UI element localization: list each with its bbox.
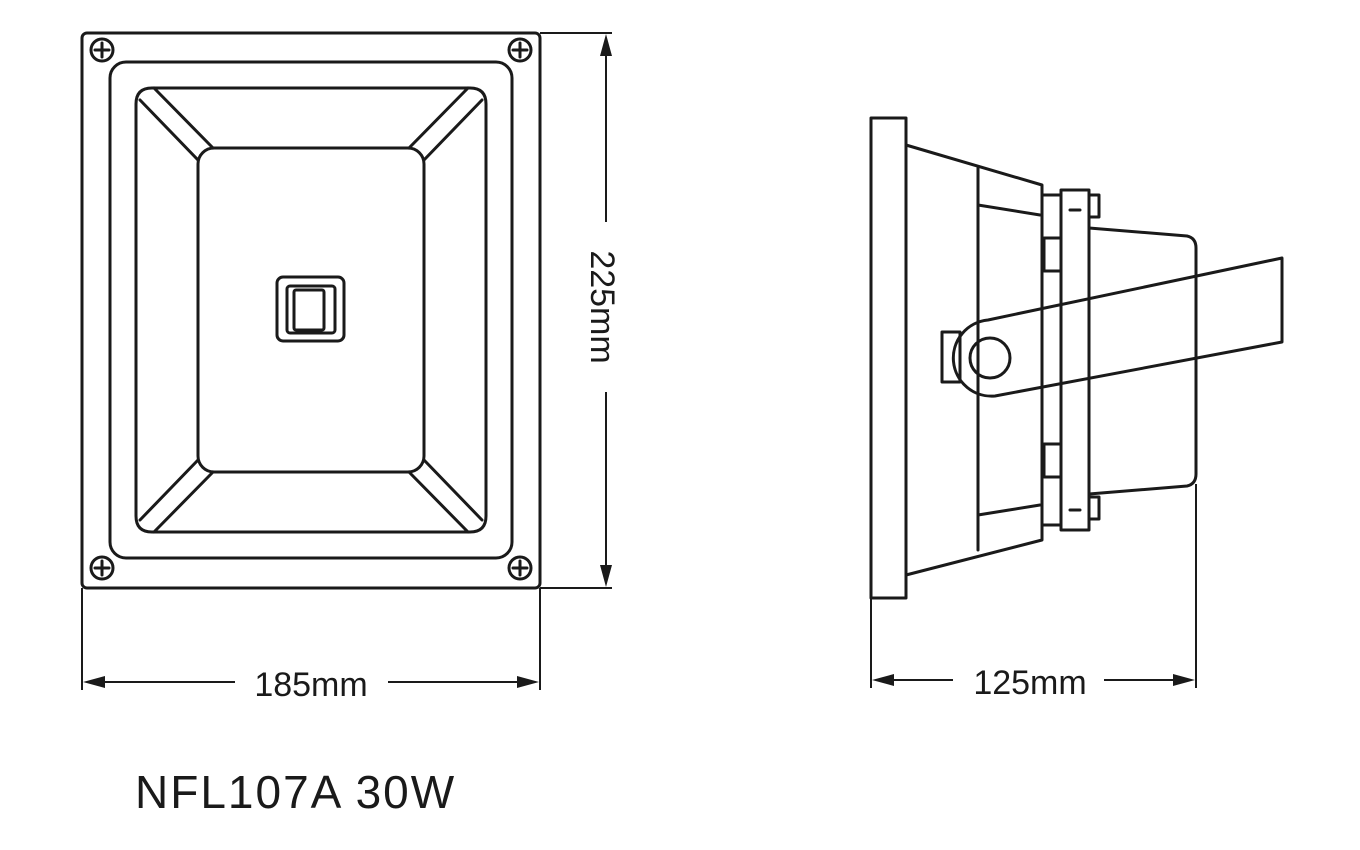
front-screw-bottom-right-icon — [507, 555, 533, 581]
side-mounting-flange — [1059, 188, 1091, 532]
side-pivot-icon — [968, 336, 1012, 380]
model-label: NFL107A 30W — [135, 766, 456, 818]
front-screw-bottom-left-icon — [89, 555, 115, 581]
dimension-height: 225mm — [540, 32, 621, 589]
dimension-height-label: 225mm — [583, 250, 621, 363]
side-mounting-bracket — [951, 256, 1284, 398]
front-outer-frame — [80, 31, 542, 590]
dimension-height-arrow-top — [600, 34, 612, 56]
front-screw-top-right-icon — [507, 37, 533, 63]
side-rear-housing — [1087, 226, 1198, 496]
dimension-depth: 125mm — [870, 484, 1197, 702]
side-front-plate — [869, 116, 908, 600]
dimension-depth-arrow-left — [872, 674, 894, 686]
dimension-width: 185mm — [81, 588, 541, 704]
front-reflector-outline — [134, 86, 488, 534]
led-chip-icon — [275, 275, 346, 343]
side-housing — [904, 143, 1044, 577]
front-view — [80, 31, 542, 590]
dimension-depth-arrow-right — [1173, 674, 1195, 686]
front-screw-top-left-icon — [89, 37, 115, 63]
dimension-height-arrow-bottom — [600, 565, 612, 587]
front-lens-window — [196, 146, 426, 474]
dimension-width-label: 185mm — [254, 666, 367, 704]
side-view — [869, 116, 1284, 600]
side-bolts — [1042, 193, 1101, 521]
dimension-depth-label: 125mm — [973, 664, 1086, 702]
front-reflector-bevels — [138, 86, 484, 534]
dimension-width-arrow-left — [83, 676, 105, 688]
dimension-width-arrow-right — [517, 676, 539, 688]
front-inner-frame — [108, 60, 514, 560]
